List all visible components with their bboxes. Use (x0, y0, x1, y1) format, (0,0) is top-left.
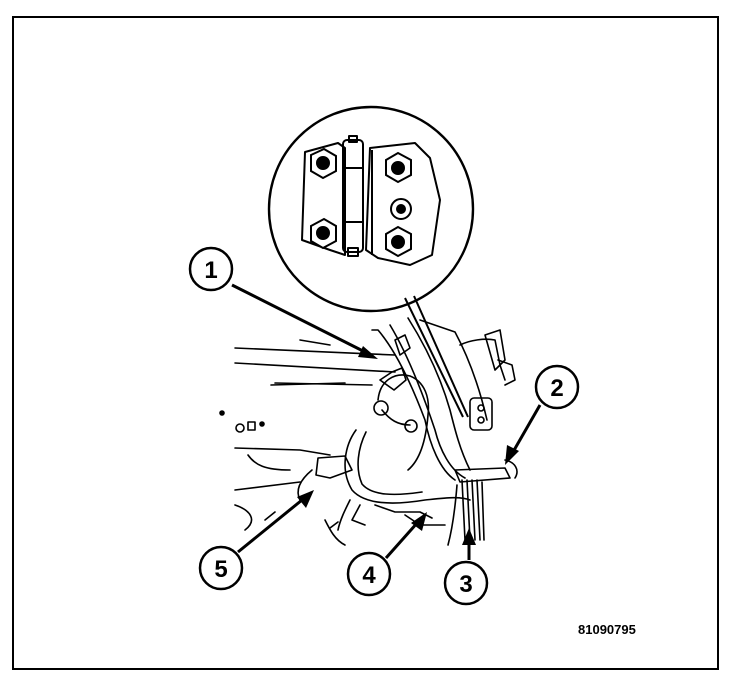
callout-5: 5 (198, 490, 314, 591)
callout-1-circle (188, 246, 234, 292)
callout-4-circle (346, 551, 392, 597)
figure-border (12, 16, 719, 670)
callout-2-label: 2 (550, 375, 563, 402)
callout-5-label: 5 (214, 556, 227, 583)
callout-1-arrowhead (358, 346, 378, 359)
callout-1-leader (231, 283, 366, 354)
callout-3-circle (443, 560, 489, 606)
callout-5-arrowhead (297, 490, 314, 508)
callout-3-arrowhead (462, 528, 476, 545)
callout-4-arrowhead (411, 512, 427, 531)
callout-5-leader (237, 498, 303, 554)
callout-4: 4 (346, 512, 427, 597)
callout-4-leader (384, 521, 420, 559)
callout-2-leader (511, 404, 542, 453)
callout-2-circle (534, 364, 580, 410)
hinge-detail-inset (267, 105, 475, 418)
callout-2-arrowhead (505, 445, 519, 465)
figure-number: 81090795 (578, 622, 636, 637)
callout-3: 3 (443, 528, 489, 606)
callout-1-label: 1 (204, 257, 217, 284)
callout-1: 1 (188, 246, 378, 359)
callout-2: 2 (505, 364, 580, 465)
callout-5-circle (198, 545, 244, 591)
callout-3-label: 3 (459, 571, 472, 598)
inset-bolts (310, 147, 412, 258)
callout-4-label: 4 (362, 562, 376, 589)
